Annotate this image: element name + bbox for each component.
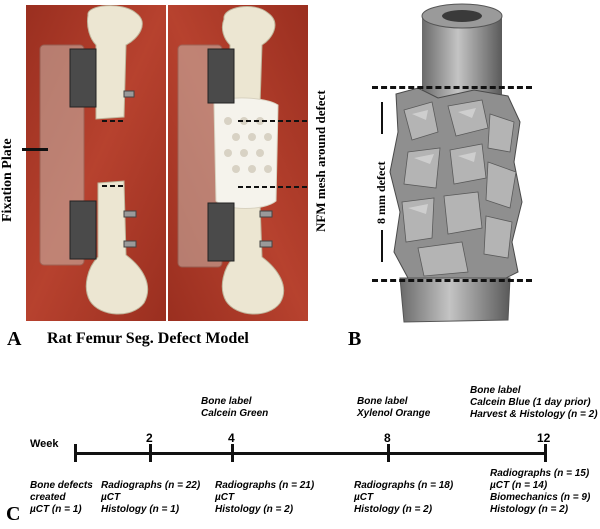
panel-c-letter: C [6, 503, 21, 525]
fixation-plate-label: Fixation Plate [0, 138, 15, 222]
timeline-tick-12 [544, 444, 547, 462]
panel-a-letter: A [7, 328, 22, 350]
defect-bottom-line [372, 279, 532, 282]
event-line: Calcein Blue (1 day prior) [470, 397, 591, 408]
event-line: Histology (n = 2) [354, 504, 433, 515]
event-line: Histology (n = 1) [101, 504, 180, 515]
tick-label-2: 2 [146, 431, 153, 445]
event-week12-above: Bone label Calcein Blue (1 day prior) Ha… [470, 385, 598, 421]
event-line: Xylenol Orange [357, 408, 431, 419]
event-line: Histology (n = 2) [215, 504, 294, 515]
event-line: Bone label [470, 385, 521, 396]
event-line: Calcein Green [201, 408, 269, 419]
timeline-tick-8 [387, 444, 390, 462]
event-line: Bone label [201, 396, 252, 407]
timeline-axis [74, 452, 546, 455]
event-line: created [30, 492, 66, 503]
event-line: µCT (n = 14) [490, 480, 548, 491]
week-label: Week [30, 438, 59, 450]
event-line: Radiographs (n = 22) [101, 480, 201, 491]
event-week4-above: Bone label Calcein Green [201, 396, 268, 420]
defect-top-line [372, 86, 532, 89]
timeline-tick-0 [74, 444, 77, 462]
event-line: µCT [215, 492, 235, 503]
event-line: µCT [354, 492, 374, 503]
femur-photo-fixation-plate [26, 5, 166, 321]
event-line: Bone label [357, 396, 408, 407]
event-week0-below: Bone defects created µCT (n = 1) [30, 480, 93, 516]
defect-indicator-bottom [381, 230, 383, 262]
defect-indicator-top [381, 102, 383, 134]
tick-label-12: 12 [537, 431, 551, 445]
event-line: Radiographs (n = 15) [490, 468, 590, 479]
event-week4-below: Radiographs (n = 21) µCT Histology (n = … [215, 480, 314, 516]
event-week12-below: Radiographs (n = 15) µCT (n = 14) Biomec… [490, 468, 590, 516]
event-week2-below: Radiographs (n = 22) µCT Histology (n = … [101, 480, 200, 516]
defect-size-label: 8 mm defect [374, 161, 388, 224]
tick-label-4: 4 [228, 431, 235, 445]
event-line: Histology (n = 2) [490, 504, 569, 515]
event-line: Radiographs (n = 18) [354, 480, 454, 491]
event-line: Bone defects [30, 480, 93, 491]
event-line: Biomechanics (n = 9) [490, 492, 591, 503]
event-line: Harvest & Histology (n = 2) [470, 409, 598, 420]
event-line: µCT [101, 492, 121, 503]
event-line: Radiographs (n = 21) [215, 480, 315, 491]
event-week8-below: Radiographs (n = 18) µCT Histology (n = … [354, 480, 453, 516]
panel-b-letter: B [348, 328, 362, 350]
nfm-mesh-label: NFM mesh around defect [313, 90, 328, 232]
timeline-tick-4 [231, 444, 234, 462]
fixation-plate-pointer [22, 148, 48, 151]
timeline-tick-2 [149, 444, 152, 462]
event-week8-above: Bone label Xylenol Orange [357, 396, 430, 420]
event-line: µCT (n = 1) [30, 504, 82, 515]
tick-label-8: 8 [384, 431, 391, 445]
micro-ct-render [389, 3, 523, 323]
femur-photo-nfm-mesh [168, 5, 308, 321]
panel-a-caption: Rat Femur Seg. Defect Model [47, 330, 249, 347]
